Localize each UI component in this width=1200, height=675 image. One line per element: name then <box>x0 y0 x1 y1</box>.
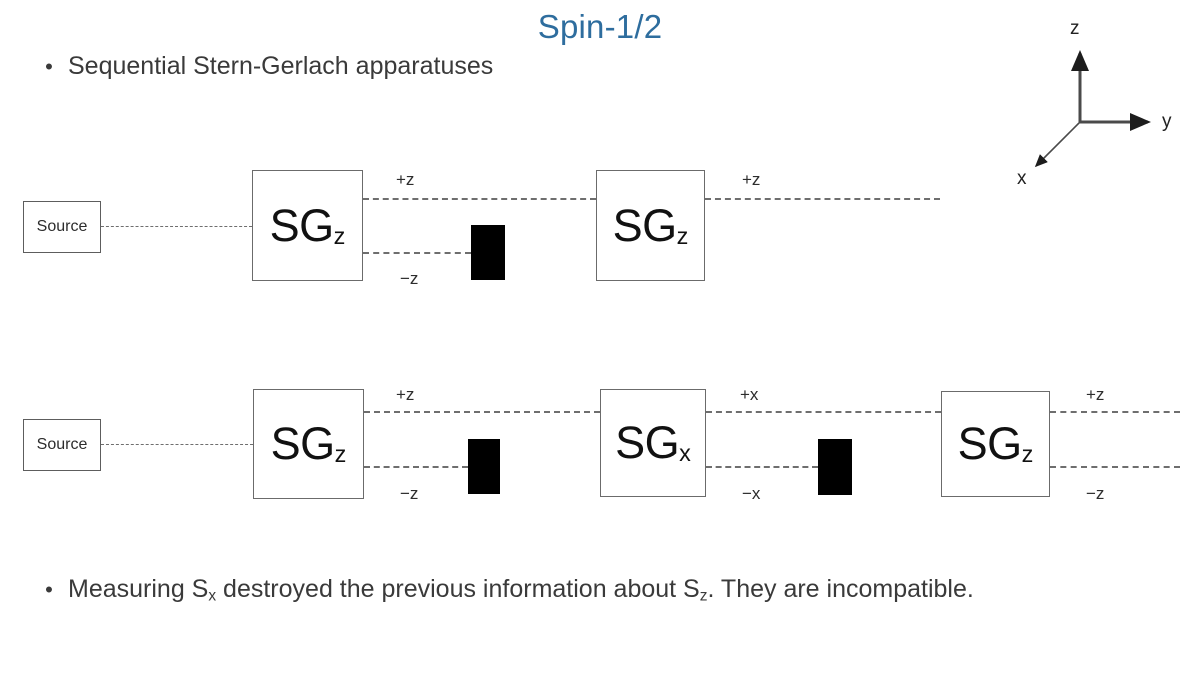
bullet-2-part-2: destroyed the previous information about… <box>216 575 700 603</box>
row2-label-plusz-2: +z <box>1086 385 1105 404</box>
bullet-marker-icon: • <box>45 54 53 79</box>
bullet-item-2-text: Measuring Sx destroyed the previous info… <box>68 575 974 605</box>
row1-sg-box-2-label: SGz <box>612 199 689 251</box>
axes-svg <box>1034 50 1151 168</box>
row1-label-plusz-1: +z <box>396 170 415 189</box>
row1-beam-plusz-to-sg2 <box>363 198 596 200</box>
bullet-item-1: • Sequential Stern-Gerlach apparatuses <box>30 52 493 81</box>
row2-beam-blocker-2 <box>818 439 852 495</box>
bullet-2-sub-z: z <box>699 587 708 605</box>
row2-label-plusz-1: +z <box>396 385 415 404</box>
row2-sg-box-2-label: SGx <box>615 417 691 469</box>
row1-beam-source-to-sg1 <box>101 226 252 227</box>
row2-label-plusx: +x <box>740 385 759 404</box>
row2-label-minusz-2: −z <box>1086 484 1105 503</box>
row1-beam-minusz <box>363 252 471 254</box>
row2-beam-plusz-to-sgx <box>364 411 600 413</box>
row2-sg-box-1-label: SGz <box>270 418 347 470</box>
x-axis-label: x <box>1017 168 1027 189</box>
row2-source-label: Source <box>36 436 88 453</box>
row2-source-box: Source <box>23 419 101 471</box>
row1-sg-box-1-subscript: z <box>333 222 346 249</box>
row1-sg-box-2-subscript: z <box>676 222 689 249</box>
row1-source-label: Source <box>36 218 88 235</box>
row1-sg-box-2: SGz <box>596 170 705 281</box>
row1-sg-box-1: SGz <box>252 170 363 281</box>
row2-sg-box-1: SGz <box>253 389 364 499</box>
bullet-2-sub-x: x <box>208 587 217 605</box>
x-axis-line <box>1034 121 1081 168</box>
bullet-item-1-text: Sequential Stern-Gerlach apparatuses <box>68 52 494 80</box>
y-axis-label: y <box>1162 111 1172 132</box>
row2-beam-minusz-out <box>1050 466 1180 468</box>
bullet-2-part-3: . They are incompatible. <box>707 575 974 603</box>
coordinate-axes: z y x <box>990 10 1200 200</box>
row2-sg-box-3: SGz <box>941 391 1050 497</box>
row2-sg-box-3-label: SGz <box>957 418 1034 470</box>
diagram-row-2: Source SGz +z −z SGx +x −x SGz +z <box>0 380 1200 525</box>
bullet-2-part-1: Measuring S <box>68 575 209 603</box>
row1-beam-blocker <box>471 225 505 280</box>
row2-beam-blocker-1 <box>468 439 500 494</box>
row2-beam-minusz-1 <box>364 466 468 468</box>
row2-label-minusz-1: −z <box>400 484 419 503</box>
row2-beam-plusz-out <box>1050 411 1180 413</box>
row2-beam-plusx <box>706 411 941 413</box>
row2-label-minusx: −x <box>742 484 761 503</box>
bullet-item-2: • Measuring Sx destroyed the previous in… <box>30 575 974 605</box>
row2-sg-box-2-subscript: x <box>679 440 691 467</box>
bullet-marker-icon: • <box>45 577 53 602</box>
row1-beam-plusz-out <box>705 198 940 200</box>
z-axis-label: z <box>1070 18 1080 39</box>
diagram-row-1: Source SGz +z −z SGz +z <box>0 160 1200 300</box>
page-title: Spin-1/2 <box>537 8 663 45</box>
row2-beam-source-to-sg1 <box>101 444 253 445</box>
row1-label-minusz: −z <box>400 269 419 288</box>
row2-sg-box-1-subscript: z <box>334 441 347 468</box>
row1-source-box: Source <box>23 201 101 253</box>
row2-sg-box-2: SGx <box>600 389 706 497</box>
row1-label-plusz-2: +z <box>742 170 761 189</box>
row1-sg-box-1-label: SGz <box>269 199 346 251</box>
row2-sg-box-3-subscript: z <box>1021 441 1034 468</box>
row2-beam-minusx <box>706 466 818 468</box>
